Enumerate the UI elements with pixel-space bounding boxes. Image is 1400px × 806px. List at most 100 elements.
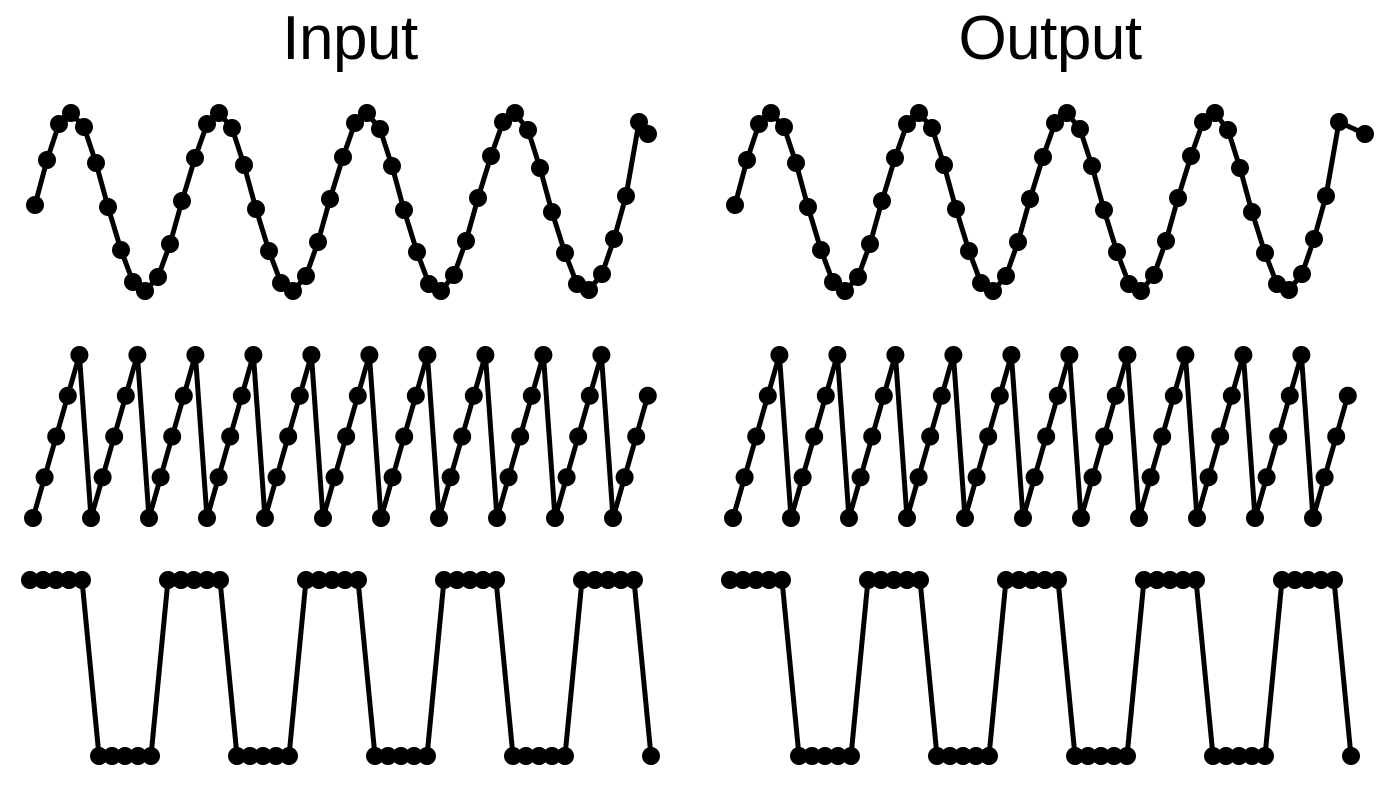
wave-data-point	[1009, 233, 1027, 251]
wave-data-point	[198, 115, 216, 133]
wave-data-point	[1246, 509, 1264, 527]
wave-data-point	[793, 468, 812, 487]
wave-data-point	[223, 119, 241, 137]
wave-data-point	[1083, 468, 1102, 487]
input-square-chart	[21, 571, 660, 765]
wave-data-point	[284, 282, 302, 300]
wave-data-point	[280, 747, 298, 765]
wave-data-point	[1169, 189, 1187, 207]
wave-data-point	[1188, 509, 1206, 527]
wave-data-point	[244, 346, 263, 364]
wave-data-point	[50, 115, 68, 133]
wave-data-point	[990, 386, 1009, 405]
wave-data-point	[360, 346, 379, 364]
wave-data-point	[984, 282, 1002, 300]
wave-data-point	[1204, 747, 1222, 765]
input-sine-row	[0, 95, 700, 305]
wave-data-point	[726, 196, 744, 214]
wave-data-point	[1083, 157, 1101, 175]
wave-data-point	[522, 386, 541, 405]
wave-data-point	[735, 468, 754, 487]
wave-data-point	[1293, 265, 1311, 283]
wave-data-point	[873, 192, 891, 210]
wave-data-point	[1118, 747, 1136, 765]
wave-data-point	[232, 386, 251, 405]
wave-data-point	[1182, 147, 1200, 165]
wave-data-point	[142, 747, 160, 765]
wave-data-point	[504, 747, 522, 765]
wave-data-point	[1108, 243, 1126, 261]
wave-data-point	[1187, 571, 1205, 589]
wave-data-point	[260, 242, 278, 260]
wave-data-point	[488, 509, 506, 527]
wave-data-point	[73, 571, 91, 589]
wave-data-point	[909, 468, 928, 487]
wave-data-point	[863, 427, 882, 446]
wave-data-point	[90, 747, 108, 765]
wave-data-point	[979, 427, 998, 446]
wave-data-point	[556, 747, 574, 765]
wave-data-point	[321, 190, 339, 208]
wave-data-point	[392, 747, 410, 765]
wave-data-point	[790, 747, 808, 765]
wave-data-point	[47, 427, 66, 446]
wave-data-point	[1049, 571, 1067, 589]
wave-data-point	[1199, 468, 1218, 487]
input-sawtooth-row	[0, 330, 700, 530]
wave-data-point	[1141, 468, 1160, 487]
wave-data-point	[947, 200, 965, 218]
wave-data-point	[247, 200, 265, 218]
wave-data-point	[543, 747, 561, 765]
wave-data-point	[851, 468, 870, 487]
wave-data-point	[960, 242, 978, 260]
wave-data-point	[70, 346, 89, 364]
wave-data-point	[1176, 346, 1195, 364]
wave-data-point	[593, 265, 611, 283]
wave-data-point	[221, 427, 240, 446]
wave-data-point	[1072, 509, 1090, 527]
wave-data-point	[885, 571, 903, 589]
wave-data-point	[1234, 346, 1253, 364]
wave-data-point	[612, 571, 630, 589]
wave-data-point	[1145, 266, 1163, 284]
wave-data-point	[805, 427, 824, 446]
wave-data-point	[511, 427, 530, 446]
wave-data-point	[406, 386, 425, 405]
wave-data-point	[99, 198, 117, 216]
wave-data-point	[1256, 244, 1274, 262]
wave-data-point	[358, 104, 376, 122]
wave-data-point	[1330, 113, 1348, 131]
wave-data-point	[1317, 187, 1335, 205]
wave-data-point	[1002, 346, 1021, 364]
wave-data-point	[747, 571, 765, 589]
wave-data-point	[21, 571, 39, 589]
wave-data-point	[1153, 427, 1172, 446]
wave-data-point	[499, 468, 518, 487]
wave-data-point	[770, 346, 789, 364]
wave-data-point	[457, 232, 475, 250]
wave-data-point	[267, 468, 286, 487]
wave-data-point	[773, 571, 791, 589]
panel-output: Output	[700, 0, 1400, 806]
wave-data-point	[418, 747, 436, 765]
wave-data-point	[198, 571, 216, 589]
wave-data-point	[464, 386, 483, 405]
wave-data-point	[627, 427, 646, 446]
wave-data-point	[861, 235, 879, 253]
wave-data-point	[1206, 104, 1224, 122]
wave-data-point	[1046, 114, 1064, 132]
wave-data-point	[474, 571, 492, 589]
wave-data-point	[103, 747, 121, 765]
wave-data-point	[1021, 190, 1039, 208]
input-sine-chart	[26, 104, 657, 300]
wave-data-point	[829, 747, 847, 765]
wave-data-point	[1023, 571, 1041, 589]
wave-data-point	[506, 104, 524, 122]
wave-data-point	[408, 243, 426, 261]
wave-data-point	[812, 241, 830, 259]
wave-data-point	[592, 346, 611, 364]
panel-title-input: Input	[282, 4, 418, 73]
wave-data-point	[569, 427, 588, 446]
wave-data-point	[1132, 282, 1150, 300]
wave-data-point	[1106, 386, 1125, 405]
